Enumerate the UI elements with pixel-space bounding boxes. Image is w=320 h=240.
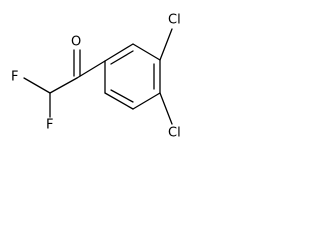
- structural-formula: O Cl Cl F F: [11, 13, 181, 141]
- ring-bond: [104, 92, 134, 110]
- atom-chlorine-bottom: Cl: [168, 126, 181, 141]
- ring-double-bond: [110, 50, 134, 65]
- ring-double-bond: [110, 89, 134, 103]
- bond-ring-to-cl-bottom: [159, 92, 173, 125]
- bond-ring-to-carbonyl: [76, 60, 106, 79]
- atom-chlorine-top: Cl: [168, 13, 181, 28]
- ring-bond: [132, 92, 161, 110]
- ring-bond: [132, 43, 161, 61]
- benzene-ring: [104, 43, 161, 110]
- atom-oxygen: O: [71, 35, 81, 50]
- atom-fluorine-bottom: F: [46, 118, 53, 133]
- atom-fluorine-left: F: [11, 70, 18, 85]
- bond-carbonyl-to-chf2: [49, 77, 78, 94]
- ring-bond: [104, 43, 134, 62]
- bond-c-to-f-left: [23, 77, 51, 94]
- bond-ring-to-cl-top: [159, 28, 173, 61]
